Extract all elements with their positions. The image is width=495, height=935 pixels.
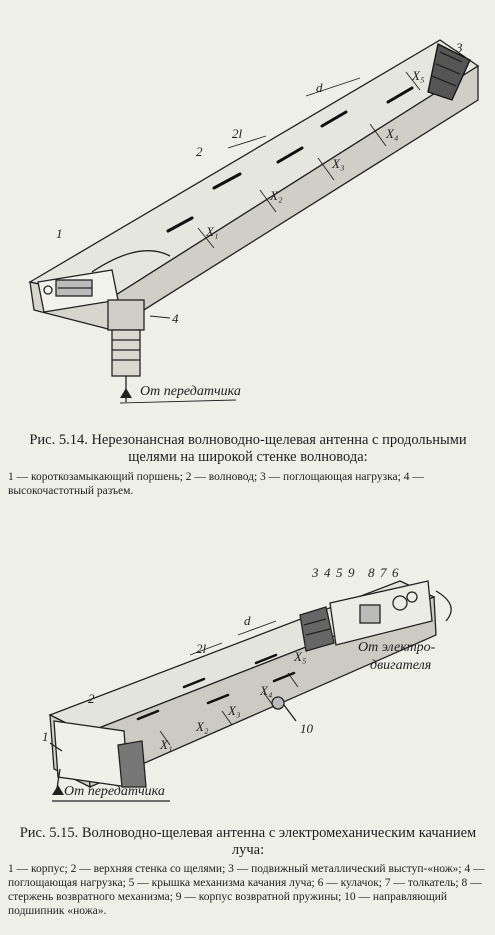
caption-5-14: Рис. 5.14. Нерезонансная волноводно-щеле… (29, 432, 467, 465)
figure-5-15: 1 2 3 4 5 9 8 7 6 10 d 2l X₁ X₂ X₃ X₄ X₅… (0, 555, 495, 825)
label-x5: X₅ (293, 649, 306, 664)
slot (182, 677, 206, 689)
label-x3: X₃ (227, 703, 240, 718)
slot-row (136, 653, 296, 721)
label-d: d (316, 80, 323, 95)
label-x1: X₁ (159, 737, 172, 752)
transmitter-label: От передатчика (64, 784, 165, 799)
label-6: 6 (392, 565, 399, 580)
label-9: 9 (348, 565, 355, 580)
slot-row (166, 86, 414, 233)
label-1: 1 (42, 729, 49, 744)
label-7: 7 (380, 565, 387, 580)
label-4: 4 (324, 565, 331, 580)
motor-label: От электро- (358, 640, 436, 655)
label-x4: X₄ (385, 126, 399, 141)
label-x5: X₅ (411, 68, 424, 83)
slot (272, 671, 296, 683)
slot (206, 693, 230, 705)
waveguide-antenna-drawing: 1 2 3 4 d 2l X₁ X₂ X₃ X₄ X₅ От передатчи… (28, 39, 480, 404)
slot (136, 709, 160, 721)
slot (166, 216, 194, 233)
slot (386, 86, 414, 104)
label-x3: X₃ (331, 156, 344, 171)
label-2l: 2l (232, 126, 243, 141)
slot (254, 653, 278, 665)
slot (320, 110, 348, 128)
legend-5-14: 1 — короткозамыкающий поршень; 2 — волно… (8, 471, 424, 497)
label-10: 10 (300, 721, 314, 736)
arrow-up-icon (52, 785, 64, 795)
label-2: 2 (88, 691, 95, 706)
slot (212, 172, 242, 190)
scanning-antenna-drawing: 1 2 3 4 5 9 8 7 6 10 d 2l X₁ X₂ X₃ X₄ X₅… (42, 565, 452, 802)
label-2l: 2l (196, 641, 207, 656)
label-5: 5 (336, 565, 343, 580)
caption-5-15: Рис. 5.15. Волноводно-щелевая антенна с … (19, 825, 477, 858)
legend-5-15: 1 — корпус; 2 — верхняя стенка со щелями… (8, 863, 485, 917)
slot (276, 146, 304, 164)
label-d: d (244, 613, 251, 628)
figure-5-14: 1 2 3 4 d 2l X₁ X₂ X₃ X₄ X₅ От передатчи… (0, 0, 495, 420)
arrow-up-icon (120, 388, 132, 398)
label-x1: X₁ (205, 224, 218, 239)
label-2: 2 (196, 144, 203, 159)
label-1: 1 (56, 226, 63, 241)
motor-label-2: двигателя (370, 658, 431, 673)
label-3: 3 (455, 40, 463, 55)
label-x2: X₂ (195, 719, 209, 734)
label-x4: X₄ (259, 683, 273, 698)
label-4: 4 (172, 311, 179, 326)
label-x2: X₂ (269, 188, 283, 203)
transmitter-label: От передатчика (140, 384, 241, 399)
label-8: 8 (368, 565, 375, 580)
label-3: 3 (311, 565, 319, 580)
